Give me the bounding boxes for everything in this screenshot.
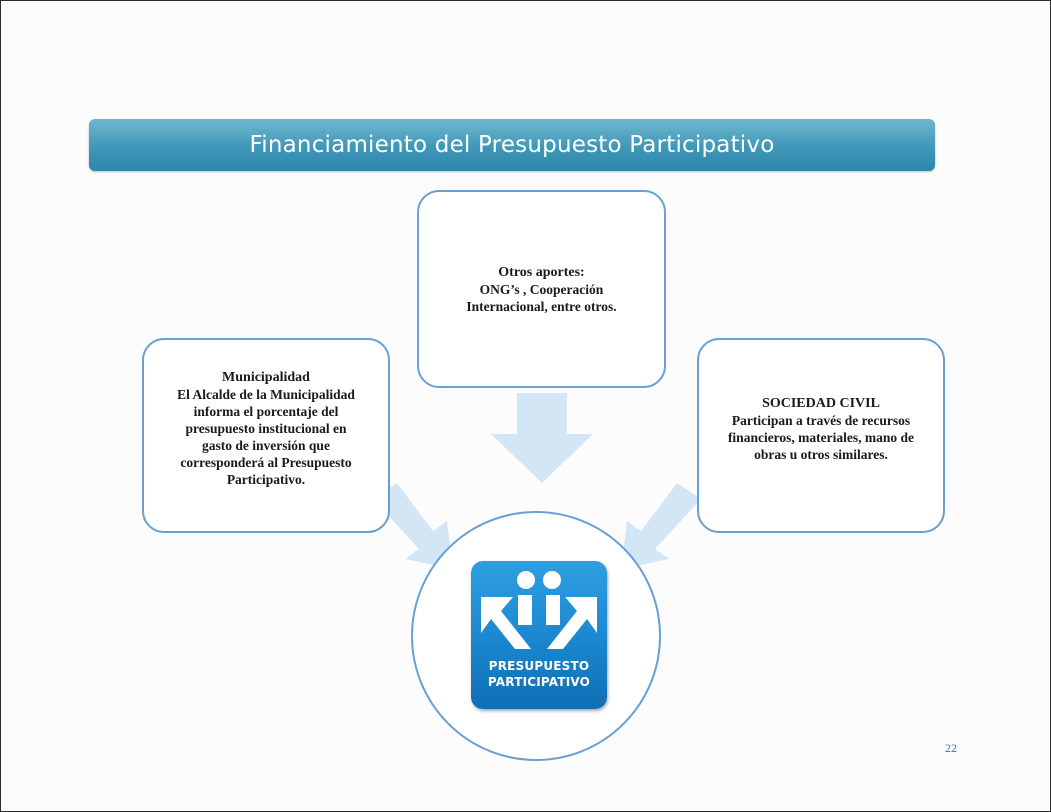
otros-aportes-box: Otros aportes: ONG’s , Cooperación Inter… bbox=[417, 190, 666, 388]
sociedad-civil-heading: SOCIEDAD CIVIL bbox=[762, 395, 880, 411]
otros-aportes-heading: Otros aportes: bbox=[498, 264, 585, 280]
logo-text-line2: PARTICIPATIVO bbox=[487, 675, 591, 689]
otros-aportes-text: ONG’s , Cooperación Internacional, entre… bbox=[466, 281, 617, 314]
sociedad-civil-box: SOCIEDAD CIVIL Participan a través de re… bbox=[697, 338, 945, 533]
municipalidad-text: El Alcalde de la Municipalidad informa e… bbox=[177, 387, 355, 487]
title-banner: Financiamiento del Presupuesto Participa… bbox=[89, 119, 935, 171]
logo-text-line1: PRESUPUESTO bbox=[488, 659, 590, 673]
people-arrows-icon bbox=[481, 571, 597, 649]
down-arrow bbox=[491, 393, 593, 483]
presupuesto-participativo-logo: PRESUPUESTO PARTICIPATIVO bbox=[471, 561, 607, 709]
municipalidad-box: Municipalidad El Alcalde de la Municipal… bbox=[142, 338, 390, 533]
left-diagonal-arrow-shape bbox=[373, 483, 453, 569]
page-number: 22 bbox=[945, 741, 957, 755]
sociedad-civil-text: Participan a través de recursos financie… bbox=[727, 412, 915, 462]
right-diagonal-arrow-shape bbox=[621, 483, 701, 569]
municipalidad-heading: Municipalidad bbox=[222, 370, 310, 385]
slide-title: Financiamiento del Presupuesto Participa… bbox=[249, 132, 775, 158]
